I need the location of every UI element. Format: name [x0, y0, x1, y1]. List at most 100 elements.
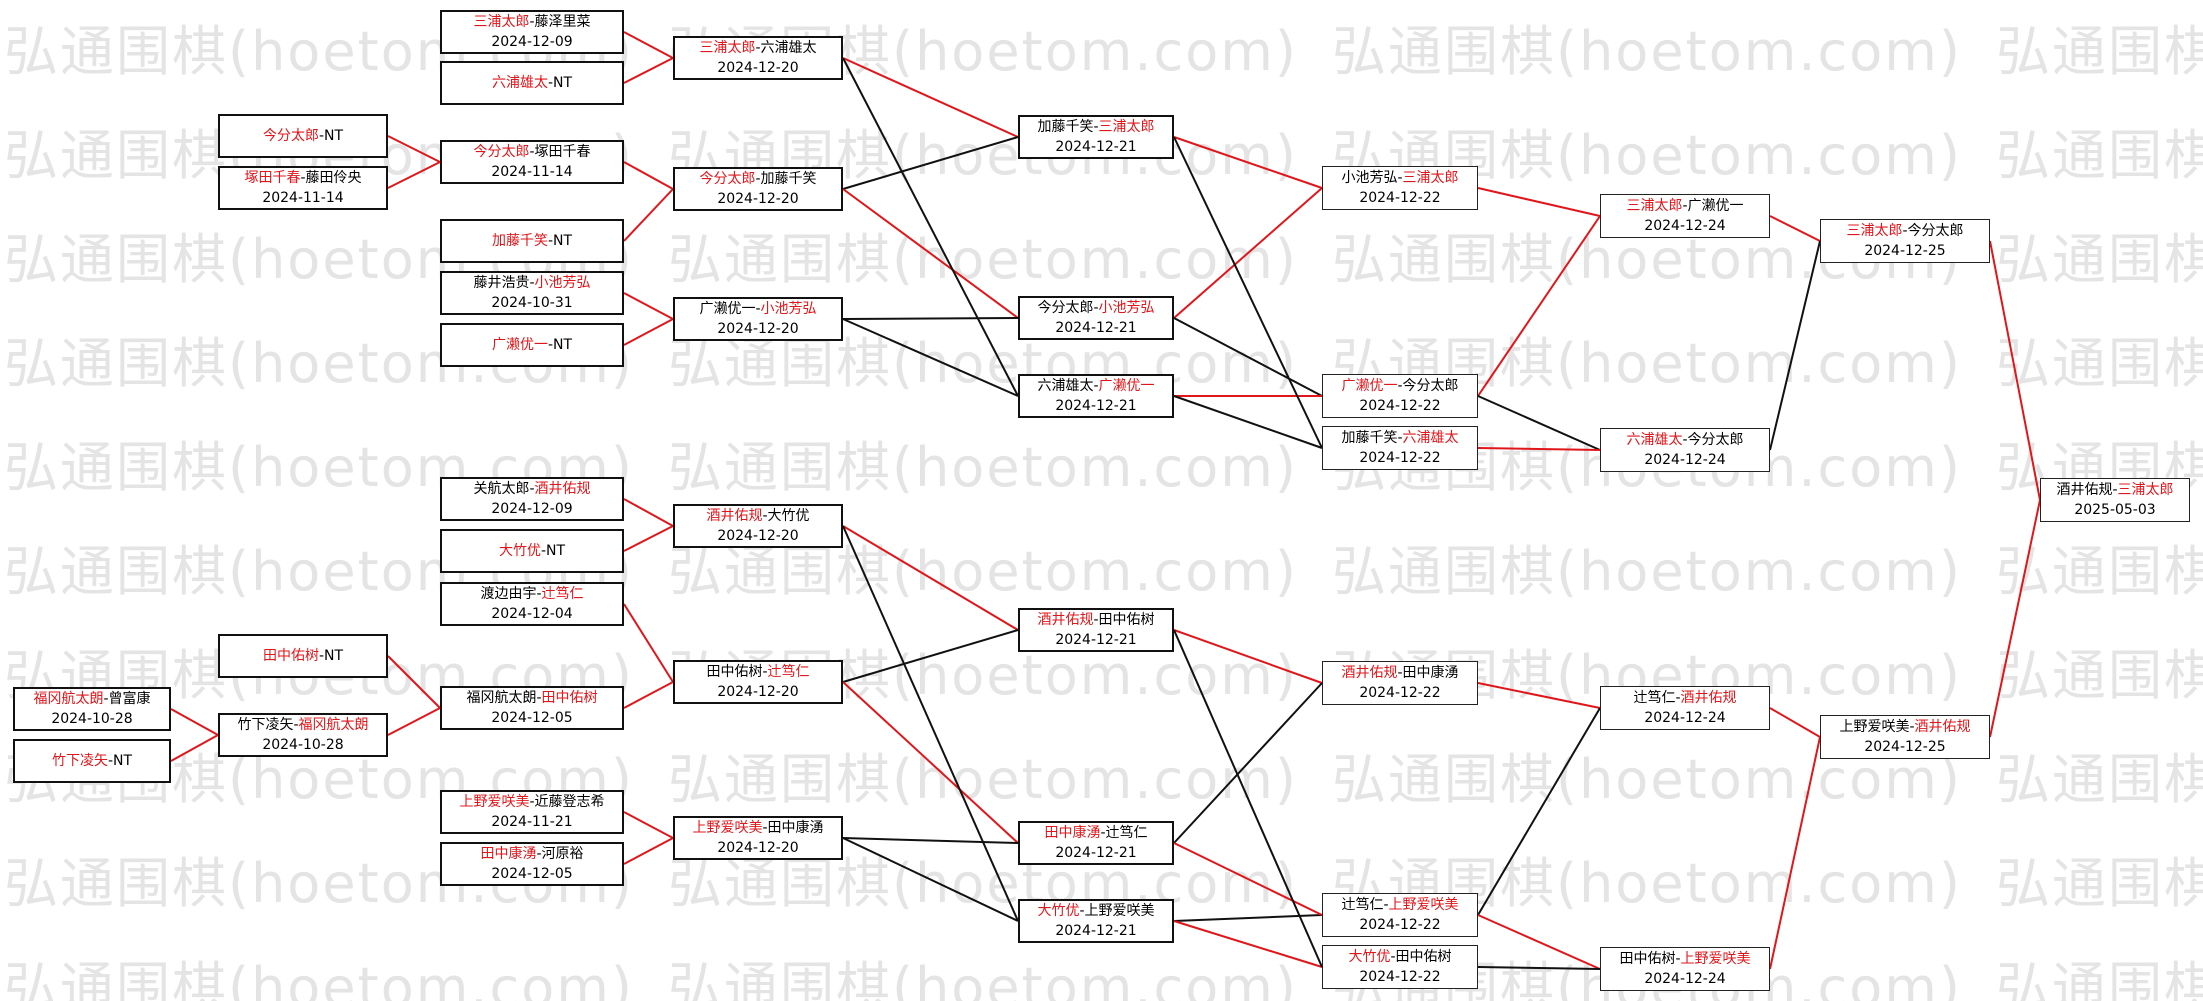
player-two: 近藤登志希: [534, 794, 605, 810]
player-one: 酒井佑规: [1341, 665, 1398, 681]
match-box: 今分太郎-NT: [218, 114, 388, 158]
connector-line: [1173, 187, 1323, 319]
player-separator: -: [547, 233, 554, 249]
player-one: 广濑优一: [1341, 378, 1398, 394]
match-date: 2024-12-22: [1359, 917, 1441, 933]
match-date: 2024-10-28: [262, 737, 344, 753]
match-date: 2024-12-24: [1644, 710, 1726, 726]
match-players: 大竹优-上野爱咲美: [1037, 901, 1154, 921]
match-date: 2024-12-21: [1055, 632, 1137, 648]
player-one: 广濑优一: [699, 301, 756, 317]
player-one: 酒井佑规: [2056, 482, 2113, 498]
connector-line: [623, 603, 674, 683]
player-one: 关航太郎: [473, 481, 530, 497]
match-players: 田中康湧-河原裕: [480, 844, 583, 864]
player-separator: -: [540, 543, 547, 559]
match-players: 竹下凌矢-福冈航太朗: [237, 715, 368, 735]
connector-line: [1769, 240, 1821, 451]
match-players: 田中佑树-辻笃仁: [706, 662, 809, 682]
match-players: 关航太郎-酒井佑规: [473, 479, 590, 499]
player-two: 今分太郎: [1687, 432, 1744, 448]
connector-line: [1477, 914, 1601, 970]
match-date: 2024-12-25: [1864, 243, 1946, 259]
connector-line: [387, 707, 441, 736]
match-players: 酒井佑规-田中佑树: [1037, 610, 1154, 630]
watermark-text: 弘通围棋(hoetom.com): [1996, 228, 2203, 291]
player-one: 大竹优: [498, 543, 541, 559]
watermark-text: 弘通围棋(hoetom.com): [1996, 644, 2203, 707]
match-date: 2024-12-24: [1644, 971, 1726, 987]
connector-line: [842, 57, 1019, 397]
player-separator: -: [293, 717, 299, 733]
connector-line: [387, 161, 441, 189]
player-separator: -: [762, 508, 768, 524]
match-players: 三浦太郎-广濑优一: [1626, 196, 1743, 216]
match-players: 今分太郎-NT: [263, 126, 343, 146]
player-two: 辻笃仁: [1105, 825, 1148, 841]
player-separator: -: [529, 144, 535, 160]
connector-line: [1173, 920, 1323, 968]
match-date: 2024-12-22: [1359, 190, 1441, 206]
watermark-text: 弘通围棋(hoetom.com): [1996, 748, 2203, 811]
match-players: 酒井佑规-大竹优: [706, 506, 809, 526]
match-date: 2024-12-21: [1055, 398, 1137, 414]
match-date: 2024-12-20: [717, 60, 799, 76]
player-two: 今分太郎: [1402, 378, 1459, 394]
watermark-text: 弘通围棋(hoetom.com): [1996, 956, 2203, 1001]
connector-line: [1173, 842, 1323, 916]
watermark-text: 弘通围棋(hoetom.com): [1332, 540, 1962, 603]
match-players: 今分太郎-加藤千笑: [699, 169, 816, 189]
player-two: 藤田伶央: [305, 170, 362, 186]
player-two: 广濑优一: [1687, 198, 1744, 214]
player-separator: -: [1397, 665, 1403, 681]
connector-line: [1477, 395, 1601, 451]
watermark-text: 弘通围棋(hoetom.com): [1996, 20, 2203, 83]
player-one: 辻笃仁: [1633, 690, 1676, 706]
connector-line: [1477, 447, 1601, 451]
player-one: 福冈航太朗: [466, 690, 537, 706]
player-separator: -: [547, 75, 554, 91]
connector-line: [387, 655, 441, 709]
match-box: 田中佑树-NT: [218, 634, 388, 678]
player-two: 上野爱咲美: [1084, 903, 1155, 919]
player-separator: -: [300, 170, 306, 186]
player-two: 田中佑树: [1395, 949, 1452, 965]
connector-line: [1477, 215, 1601, 397]
watermark-text: 弘通围棋(hoetom.com): [1996, 852, 2203, 915]
player-two: 酒井佑规: [1914, 719, 1971, 735]
player-one: 今分太郎: [699, 171, 756, 187]
player-one: 藤井浩贵: [473, 275, 530, 291]
player-separator: -: [1682, 432, 1688, 448]
match-date: 2024-12-20: [717, 684, 799, 700]
player-two: 田中康湧: [1402, 665, 1459, 681]
match-players: 上野爱咲美-酒井佑规: [1839, 717, 1970, 737]
player-separator: -: [1675, 951, 1681, 967]
player-two: 上野爱咲美: [1388, 897, 1459, 913]
player-one: 上野爱咲美: [459, 794, 530, 810]
player-one: 竹下凌矢: [237, 717, 294, 733]
player-two: 河原裕: [541, 846, 584, 862]
watermark-text: 弘通围棋(hoetom.com): [668, 436, 1298, 499]
connector-line: [1989, 499, 2041, 738]
connector-line: [1477, 682, 1601, 709]
match-box: 广濑优一-NT: [440, 323, 624, 367]
player-two: 广濑优一: [1098, 378, 1155, 394]
match-players: 田中佑树-上野爱咲美: [1619, 949, 1750, 969]
player-separator: -: [1390, 949, 1396, 965]
match-date: 2024-11-14: [491, 164, 573, 180]
connector-line: [1477, 966, 1601, 970]
connector-line: [1173, 395, 1323, 449]
match-players: 六浦雄太-今分太郎: [1626, 430, 1743, 450]
